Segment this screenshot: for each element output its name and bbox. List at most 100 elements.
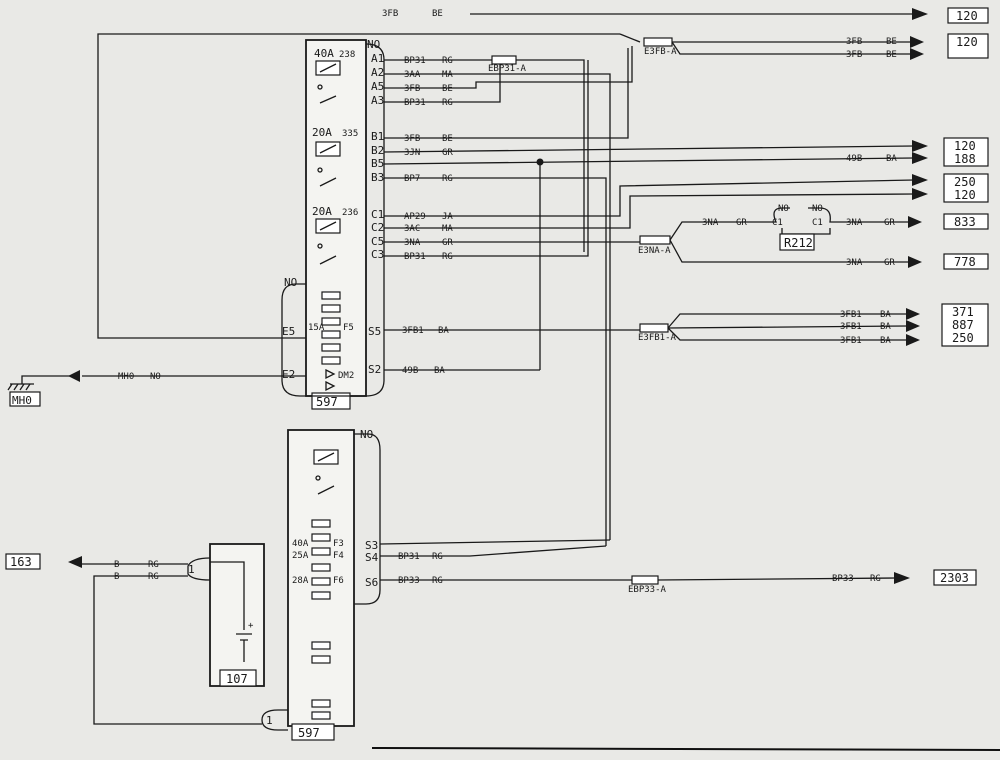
splice-icon bbox=[631, 575, 659, 585]
fuse-15a-label: 15A bbox=[308, 323, 325, 333]
fuse-icon bbox=[311, 563, 331, 572]
pin-c2: C2 bbox=[371, 221, 384, 234]
wire-code: 3FB bbox=[846, 37, 862, 47]
wire-code: 3FB bbox=[404, 134, 420, 144]
fuse-icon bbox=[311, 577, 331, 586]
ground-label: MH0 bbox=[12, 394, 32, 407]
wire-code: 3FB1 bbox=[402, 326, 424, 336]
ref-box: 371 bbox=[952, 305, 974, 319]
relay-c1-left: C1 bbox=[772, 218, 783, 228]
fuse-335-rating: 20A bbox=[312, 126, 332, 139]
arrow-right-icon bbox=[910, 36, 924, 48]
arrow-right-icon bbox=[912, 152, 928, 164]
lower-box-pin-1: 1 bbox=[266, 714, 273, 727]
ref-box: 833 bbox=[954, 215, 976, 229]
ref-box: 163 bbox=[10, 555, 32, 569]
splice-label: E3FB-A bbox=[644, 47, 677, 57]
wire-code: BP31 bbox=[404, 98, 426, 108]
battery-pin-1: 1 bbox=[188, 563, 195, 576]
lower-box-number: 597 bbox=[298, 726, 320, 740]
ref-box: 887 bbox=[952, 318, 974, 332]
pin-a3: A3 bbox=[371, 94, 384, 107]
wire-color: BE bbox=[886, 37, 897, 47]
fuse-f5-label: F5 bbox=[343, 323, 354, 333]
fuse-icon bbox=[311, 711, 331, 720]
pin-a1: A1 bbox=[371, 52, 384, 65]
splice-icon bbox=[491, 55, 517, 65]
pin-s5: S5 bbox=[368, 325, 381, 338]
fuse-icon bbox=[311, 591, 331, 600]
wire-code: 3NA bbox=[702, 218, 719, 228]
wire-code: B bbox=[114, 560, 119, 570]
wire-code: BP31 bbox=[398, 552, 420, 562]
pin-b1: B1 bbox=[371, 130, 384, 143]
fuse-icon bbox=[311, 641, 331, 650]
ground-mh0[interactable]: MH0 bbox=[7, 370, 80, 407]
fuse-28a-label: 28A bbox=[292, 576, 309, 586]
wire-code: BP31 bbox=[404, 56, 426, 66]
arrow-right-icon bbox=[912, 8, 928, 20]
wire-color: MA bbox=[442, 224, 453, 234]
battery-plus-label: + bbox=[248, 621, 254, 631]
wire-color: BA bbox=[880, 310, 891, 320]
ref-box: 188 bbox=[954, 152, 976, 166]
wire-code: MH0 bbox=[118, 372, 134, 382]
upper-fuse-box[interactable]: 597 NO NO 40A 238 20A 335 20A 236 15A F5 bbox=[281, 38, 385, 410]
wire-code: AP29 bbox=[404, 212, 426, 222]
relay-number: R212 bbox=[784, 236, 813, 250]
wire-code: 3AA bbox=[404, 70, 421, 80]
fuse-icon bbox=[321, 343, 341, 352]
ref-box: 250 bbox=[954, 175, 976, 189]
splice-label: E3NA-A bbox=[638, 246, 671, 256]
wire-color: RG bbox=[442, 174, 453, 184]
wire-color: RG bbox=[442, 98, 453, 108]
wire-code: 3NA bbox=[404, 238, 421, 248]
wire-code: 3FB bbox=[404, 84, 420, 94]
upper-no-left: NO bbox=[284, 276, 297, 289]
relay-r212[interactable]: NO NO C1 C1 R212 bbox=[772, 204, 823, 250]
fuse-icon bbox=[321, 356, 341, 365]
wire-code: 3NA bbox=[846, 218, 863, 228]
arrow-right-icon bbox=[910, 48, 924, 60]
wire-color: BA bbox=[438, 326, 449, 336]
wire-code: BP31 bbox=[404, 252, 426, 262]
pin-e5: E5 bbox=[282, 325, 295, 338]
wire-labels: 3FB BE BP31 RG 3AA MA 3FB BE BP31 RG 3FB… bbox=[114, 9, 897, 586]
lower-fuse-box[interactable]: 597 NO 40A F3 25A F4 28A F6 S3 S4 S6 1 bbox=[261, 428, 381, 741]
pin-b2: B2 bbox=[371, 144, 384, 157]
ref-box: 120 bbox=[956, 9, 978, 23]
fuse-25a-label: 25A bbox=[292, 551, 309, 561]
fuse-f6-label: F6 bbox=[333, 576, 344, 586]
reference-boxes[interactable]: 120 120 120 188 250 120 833 778 371 887 … bbox=[5, 7, 989, 586]
wire-code: 49B bbox=[846, 154, 862, 164]
splice-icon bbox=[643, 37, 673, 47]
splice-label: E3FB1-A bbox=[638, 333, 677, 343]
splice-label: EBP33-A bbox=[628, 585, 667, 595]
pin-s3: S3 bbox=[365, 539, 378, 552]
wire-code: B bbox=[114, 572, 119, 582]
pin-s4: S4 bbox=[365, 551, 379, 564]
splice-icon bbox=[639, 235, 671, 245]
lower-no-top: NO bbox=[360, 428, 373, 441]
diode-icon bbox=[325, 368, 336, 380]
fuse-icon bbox=[321, 317, 341, 326]
fuse-icon bbox=[311, 519, 331, 528]
wire-color: BE bbox=[886, 50, 897, 60]
wire-color: GR bbox=[736, 218, 747, 228]
wire-color: BE bbox=[442, 84, 453, 94]
diode-icon bbox=[325, 380, 336, 392]
fuse-icon bbox=[311, 547, 331, 556]
wire-color: RG bbox=[442, 252, 453, 262]
pin-b3: B3 bbox=[371, 171, 384, 184]
battery-107[interactable]: 107 1 + bbox=[187, 543, 265, 687]
ref-box: 2303 bbox=[940, 571, 969, 585]
arrow-right-icon bbox=[912, 174, 928, 186]
pin-c3: C3 bbox=[371, 248, 384, 261]
wire-code: BP7 bbox=[404, 174, 420, 184]
fuse-icon bbox=[311, 655, 331, 664]
wire-code: 3FB1 bbox=[840, 336, 862, 346]
wire-color: RG bbox=[432, 576, 443, 586]
pin-e2: E2 bbox=[282, 368, 295, 381]
wire-color: NO bbox=[150, 372, 161, 382]
fuse-238-rating: 40A bbox=[314, 47, 334, 60]
